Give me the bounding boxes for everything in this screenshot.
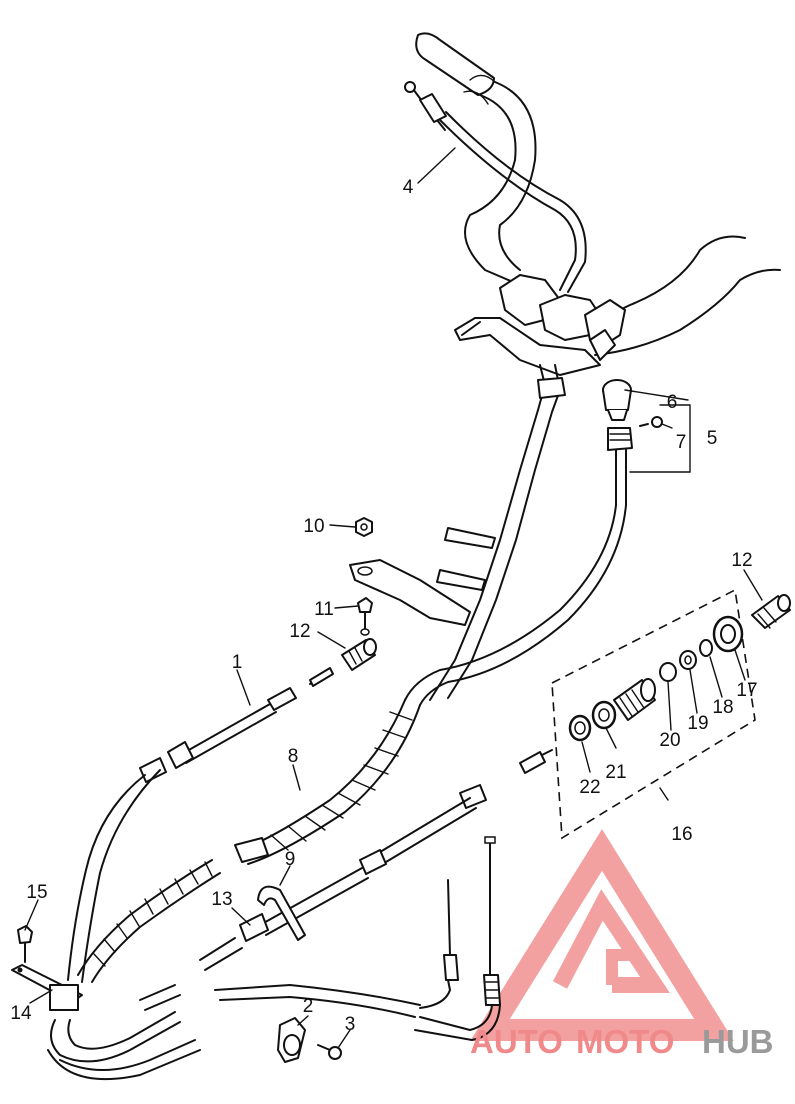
cable-13-with-clamp-9 — [199, 749, 553, 971]
callout-13: 13 — [211, 889, 232, 910]
callout-11: 11 — [314, 599, 334, 620]
watermark-text: AUTO MOTO HUB — [470, 1023, 774, 1060]
leader-lines — [24, 147, 763, 1049]
callout-17: 17 — [736, 680, 757, 701]
callout-5: 5 — [707, 428, 718, 449]
watermark-hub: HUB — [702, 1023, 774, 1060]
bracket-14-bolt-15 — [11, 925, 83, 1011]
callout-8: 8 — [288, 746, 299, 767]
callout-7: 7 — [676, 432, 687, 453]
callout-1: 1 — [232, 652, 243, 673]
callout-18: 18 — [712, 697, 733, 718]
watermark-moto: MOTO — [576, 1023, 674, 1060]
callout-16: 16 — [671, 824, 692, 845]
clamp-2-bolt-3 — [277, 1017, 342, 1063]
callout-3: 3 — [345, 1014, 356, 1035]
callout-22: 22 — [579, 777, 600, 798]
watermark-logo-icon — [470, 829, 734, 1041]
callout-20: 20 — [659, 730, 680, 751]
callout-14: 14 — [10, 1003, 32, 1024]
callout-12-right: 12 — [731, 550, 752, 571]
handlebar-drawing — [415, 32, 781, 376]
callout-4: 4 — [403, 177, 414, 198]
brake-hose-drawing — [349, 364, 566, 701]
callout-19: 19 — [687, 713, 708, 734]
callout-10: 10 — [303, 516, 324, 537]
protector-spiral-8 — [77, 699, 421, 983]
callout-6: 6 — [667, 392, 678, 413]
assembly-16-exploded — [551, 588, 791, 840]
throttle-cables-bottom — [414, 836, 501, 1041]
lower-cable-loop — [47, 984, 421, 1081]
callout-12-left: 12 — [289, 621, 310, 642]
cable-end-assembly-5 — [404, 379, 691, 706]
throttle-cable-4 — [404, 81, 587, 293]
callout-labels: 4 6 7 5 10 11 12 1 8 9 13 15 14 2 3 12 1… — [10, 177, 757, 1035]
callout-9: 9 — [285, 849, 296, 870]
callout-21: 21 — [605, 762, 626, 783]
small-parts-10-11-12 — [341, 517, 377, 671]
callout-2: 2 — [303, 996, 314, 1017]
callout-15: 15 — [26, 882, 47, 903]
clutch-cable-1 — [67, 667, 334, 983]
watermark-auto: AUTO — [470, 1023, 563, 1060]
